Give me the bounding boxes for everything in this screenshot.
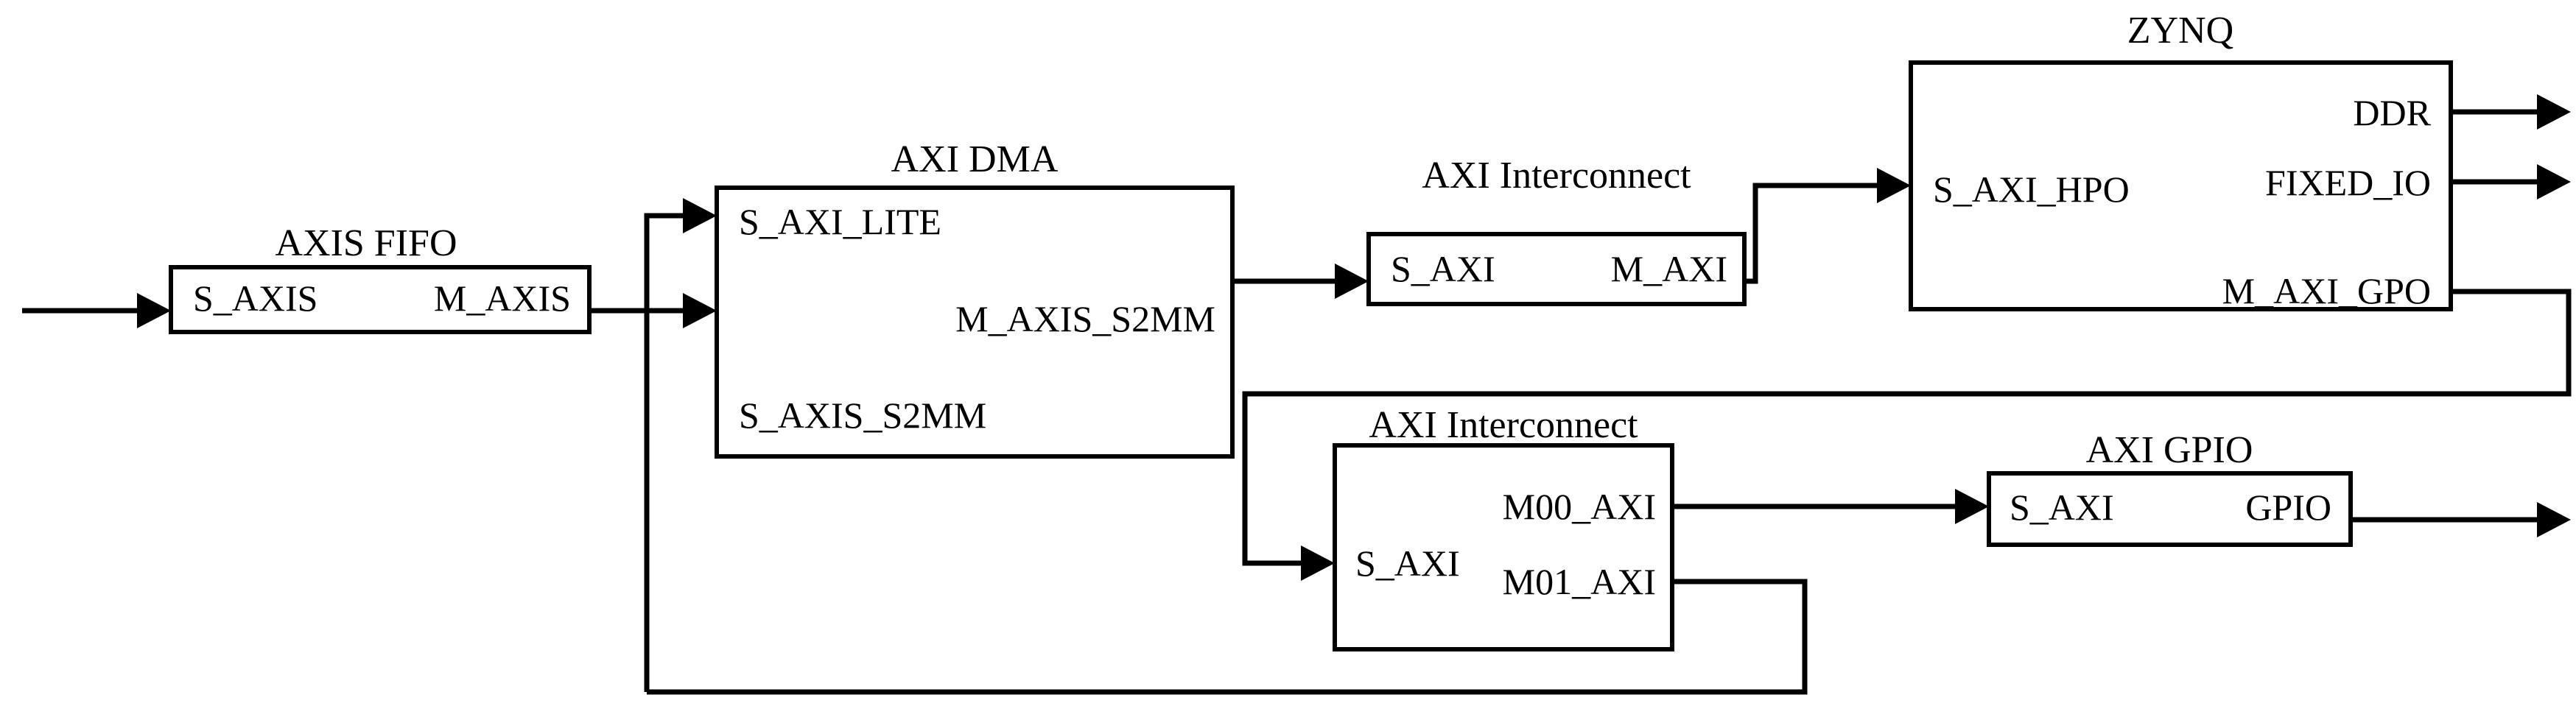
axis-fifo-body[interactable] [169, 265, 592, 334]
arrowhead-axi-dma-s-axis-s2mm [683, 293, 717, 328]
arrowhead-zynq-s-axi-hpo [1877, 168, 1911, 203]
zynq-port-s-axi-hpo: S_AXI_HPO [1933, 169, 2130, 210]
arrowhead-axi-dma-s-axi-lite [683, 198, 717, 233]
axis-fifo-port-m-axis: M_AXIS [434, 278, 571, 319]
axi-interconnect-bottom-body[interactable] [1333, 443, 1674, 651]
axis-fifo-title: AXIS FIFO [275, 222, 457, 264]
axi-gpio-port-gpio: GPIO [2245, 487, 2331, 528]
axi-interconnect-top-port-s-axi: S_AXI [1391, 248, 1495, 289]
axi-gpio-body[interactable] [1987, 471, 2353, 547]
arrowhead-interconnect-bottom-s-axi [1301, 545, 1335, 581]
block-axi-interconnect-top[interactable]: AXI Interconnect S_AXI M_AXI [1366, 155, 1747, 306]
arrowhead-interconnect-top-s-axi [1335, 264, 1369, 299]
axis-fifo-port-s-axis: S_AXIS [193, 278, 317, 319]
axi-dma-port-m-axis-s2mm: M_AXIS_S2MM [955, 298, 1215, 339]
axi-interconnect-bottom-port-m00-axi: M00_AXI [1503, 486, 1656, 527]
wire-m01-axi-feedback-to-axi-dma [647, 579, 1808, 695]
wire-zynq-m-axi-gpo-to-interconnect-bottom [1242, 289, 2572, 566]
arrowhead-axis-fifo-s-axis [137, 293, 171, 328]
axi-dma-title: AXI DMA [891, 138, 1059, 180]
axi-gpio-title: AXI GPIO [2086, 429, 2253, 471]
wire-layer [22, 94, 2572, 695]
axi-interconnect-bottom-title: AXI Interconnect [1369, 404, 1638, 446]
block-axi-interconnect-bottom[interactable]: AXI Interconnect S_AXI M00_AXI M01_AXI [1333, 404, 1674, 651]
axi-interconnect-top-body[interactable] [1366, 232, 1747, 306]
zynq-port-m-axi-gpo: M_AXI_GPO [2222, 270, 2431, 311]
arrowhead-fixed-io-output [2537, 164, 2571, 199]
zynq-port-fixed-io: FIXED_IO [2265, 162, 2431, 203]
arrowhead-ddr-output [2537, 94, 2571, 130]
arrowhead-axi-gpio-s-axi [1955, 489, 1989, 524]
wire-interconnect-top-to-zynq-s-axi-hpo [1744, 183, 1903, 284]
axi-dma-body[interactable] [715, 186, 1235, 459]
axi-interconnect-bottom-port-s-axi: S_AXI [1355, 543, 1460, 584]
axi-dma-port-s-axis-s2mm: S_AXIS_S2MM [739, 395, 986, 436]
block-axi-dma[interactable]: AXI DMA S_AXI_LITE M_AXIS_S2MM S_AXIS_S2… [715, 138, 1235, 459]
axi-interconnect-top-port-m-axi: M_AXI [1611, 248, 1727, 289]
axi-interconnect-top-title: AXI Interconnect [1422, 155, 1691, 197]
block-axis-fifo[interactable]: AXIS FIFO S_AXIS M_AXIS [169, 222, 592, 334]
axi-interconnect-bottom-port-m01-axi: M01_AXI [1503, 561, 1656, 602]
arrowhead-gpio-output [2537, 502, 2571, 537]
zynq-title: ZYNQ [2127, 10, 2233, 52]
axi-dma-port-s-axi-lite: S_AXI_LITE [739, 201, 941, 242]
zynq-body[interactable] [1909, 60, 2453, 311]
zynq-port-ddr: DDR [2353, 92, 2431, 133]
wire-feedback-to-axi-dma-s-axi-lite [644, 213, 709, 692]
axi-gpio-port-s-axi: S_AXI [2010, 487, 2114, 528]
block-zynq[interactable]: ZYNQ S_AXI_HPO DDR FIXED_IO M_AXI_GPO [1909, 10, 2453, 311]
block-axi-gpio[interactable]: AXI GPIO S_AXI GPIO [1987, 429, 2353, 547]
